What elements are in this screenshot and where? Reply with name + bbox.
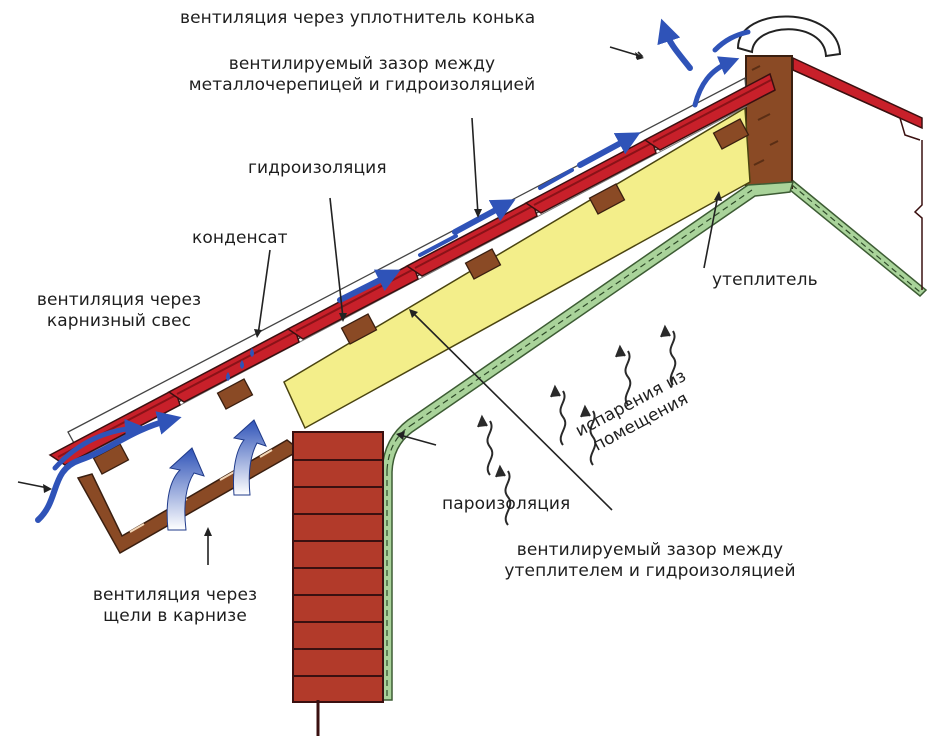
evaporation-arrow <box>669 330 677 386</box>
evaporation-arrowhead <box>477 414 488 428</box>
roof-tile-edge <box>652 79 772 143</box>
evaporation-arrowhead <box>550 384 561 398</box>
evaporation-arrowhead <box>495 464 506 478</box>
leader-lines <box>17 46 719 565</box>
batten <box>712 118 750 150</box>
label-waterproofing: гидроизоляция <box>248 158 387 178</box>
evaporation-arrowhead <box>615 344 626 358</box>
label-ridge-vent: вентиляция через уплотнитель конька <box>180 8 536 28</box>
evaporation-arrow <box>486 420 494 476</box>
brick-wall <box>292 431 384 736</box>
batten <box>216 378 254 410</box>
roof-tile-edge <box>176 331 296 395</box>
room-evaporation-arrows <box>477 324 677 526</box>
evaporation-arrow <box>559 390 567 446</box>
ridge-cap <box>736 15 842 58</box>
label-gap-insulation-waterproofing: вентилируемый зазор между утеплителем и … <box>504 540 796 581</box>
label-soffit-vent: вентиляция через щели в карнизе <box>92 585 258 626</box>
leader-arrowheads <box>43 52 722 536</box>
soffit-intake-arrows <box>166 419 267 531</box>
roof-battens <box>92 118 750 475</box>
air-flow-arrows <box>35 18 751 523</box>
batten <box>340 313 378 345</box>
evaporation-arrow <box>504 470 512 526</box>
evaporation-arrowhead <box>660 324 671 338</box>
condensate-droplets <box>226 348 254 381</box>
evaporation-arrow <box>624 350 632 406</box>
batten <box>464 248 502 280</box>
right-roof-slope <box>789 56 928 298</box>
label-eave-vent: вентиляция через карнизный свес <box>36 290 202 331</box>
vapor-barrier-membrane <box>381 181 795 701</box>
label-condensate: конденсат <box>192 228 288 248</box>
batten <box>588 183 626 215</box>
label-vapor-barrier: пароизоляция <box>442 494 571 514</box>
label-insulation: утеплитель <box>712 270 818 290</box>
evaporation-arrowhead <box>580 404 591 418</box>
label-gap-tile-waterproofing: вентилируемый зазор между металлочерепиц… <box>188 54 536 95</box>
evaporation-arrow <box>589 410 597 466</box>
